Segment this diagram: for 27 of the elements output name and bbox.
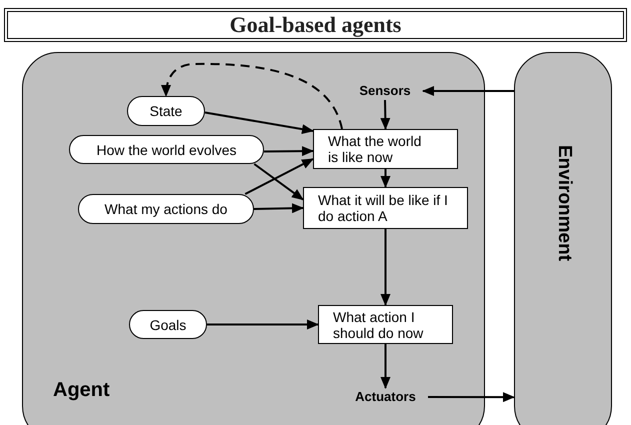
rounded-box: Goals xyxy=(129,310,207,339)
rounded-box: What my actions do xyxy=(78,194,254,224)
arrow xyxy=(254,203,304,214)
arrow xyxy=(264,146,314,156)
arrow xyxy=(422,86,514,96)
arrow xyxy=(380,344,390,389)
panel-background xyxy=(22,52,485,425)
process-box: What the world is like now xyxy=(313,129,458,169)
process-box: What action I should do now xyxy=(318,305,453,344)
arrow xyxy=(207,320,319,330)
title: Goal-based agents xyxy=(4,8,627,42)
process-box: What it will be like if I do action A xyxy=(303,187,468,229)
arrow xyxy=(204,112,314,134)
arrow xyxy=(380,229,390,306)
arrow xyxy=(380,100,390,130)
dashed-arrow xyxy=(161,62,343,130)
actuators-label: Actuators xyxy=(343,388,428,406)
rounded-box: State xyxy=(127,96,205,126)
arrow xyxy=(254,163,304,200)
sensors-label: Sensors xyxy=(347,82,423,100)
arrow xyxy=(244,158,314,195)
panel-title: Agent xyxy=(53,379,110,402)
arrow xyxy=(380,169,390,188)
arrow xyxy=(428,392,515,402)
panel-title: Environment xyxy=(553,144,575,262)
panel-background xyxy=(514,52,612,425)
rounded-box: How the world evolves xyxy=(69,135,264,164)
